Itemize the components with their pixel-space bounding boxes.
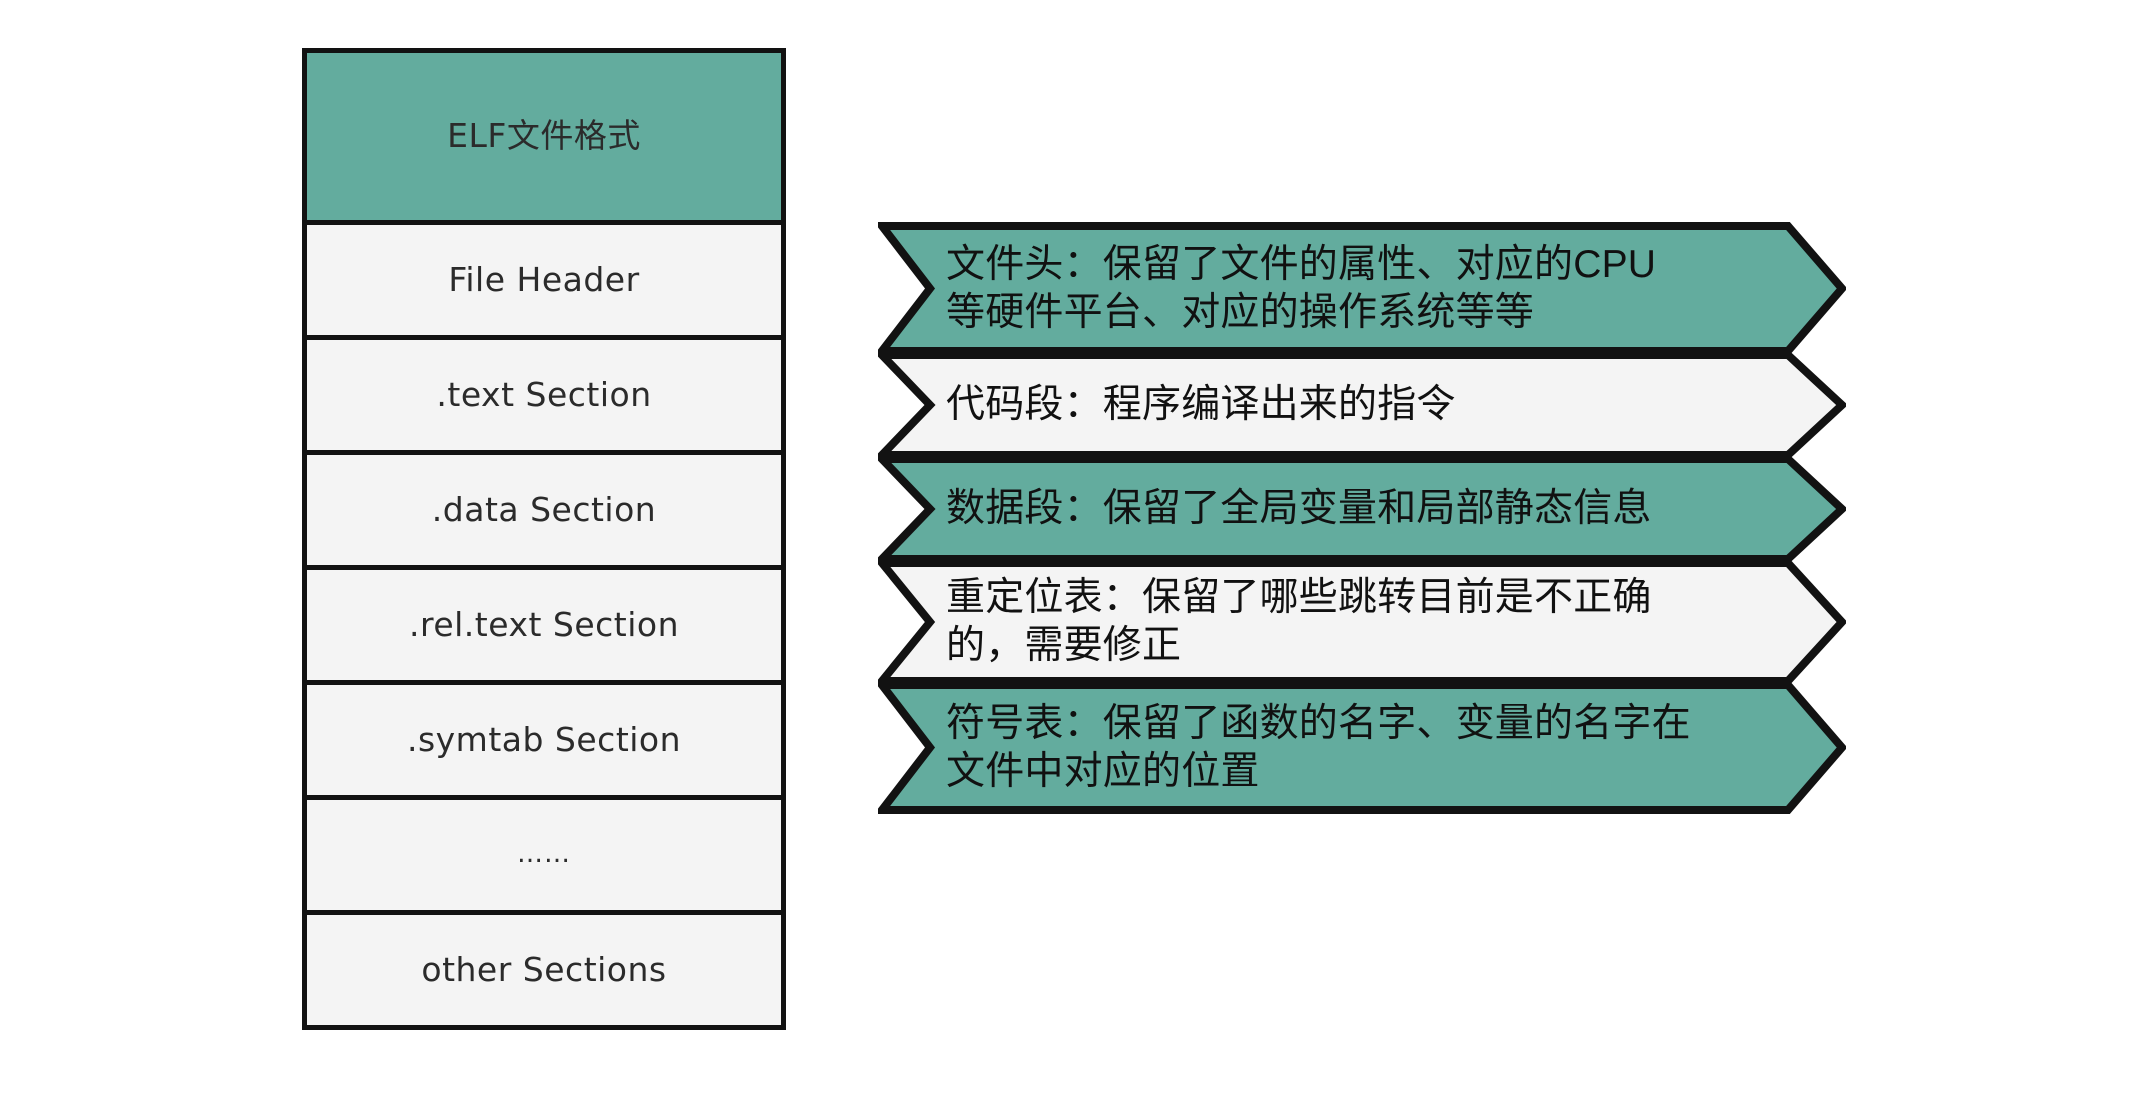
stack-row-file-header: File Header xyxy=(302,220,786,340)
stack-row-other-sections: other Sections xyxy=(302,910,786,1030)
banner-data-section: 数据段：保留了全局变量和局部静态信息 xyxy=(878,455,1846,563)
banner-line: 文件头：保留了文件的属性、对应的CPU xyxy=(946,242,1657,286)
banner-line: 代码段：程序编译出来的指令 xyxy=(946,383,1456,427)
stack-row-label: File Header xyxy=(448,259,640,299)
banner-line: 文件中对应的位置 xyxy=(946,749,1260,793)
stack-row-title: ELF文件格式 xyxy=(302,48,786,225)
banner-rel-text-section: 重定位表：保留了哪些跳转目前是不正确 的，需要修正 xyxy=(878,559,1846,685)
stack-row-symtab-section: .symtab Section xyxy=(302,680,786,800)
banner-text: 符号表：保留了函数的名字、变量的名字在 文件中对应的位置 xyxy=(946,681,1754,814)
stack-row-rel-text-section: .rel.text Section xyxy=(302,565,786,685)
banner-line: 的，需要修正 xyxy=(946,624,1182,667)
banner-line: 重定位表：保留了哪些跳转目前是不正确 xyxy=(946,576,1652,620)
banner-line: 等硬件平台、对应的操作系统等等 xyxy=(946,290,1535,334)
banner-text-section: 代码段：程序编译出来的指令 xyxy=(878,351,1846,459)
banner-text: 重定位表：保留了哪些跳转目前是不正确 的，需要修正 xyxy=(946,559,1754,685)
banner-text: 文件头：保留了文件的属性、对应的CPU 等硬件平台、对应的操作系统等等 xyxy=(946,222,1754,355)
banner-line: 数据段：保留了全局变量和局部静态信息 xyxy=(946,487,1652,531)
chevron-banner-shape xyxy=(878,455,1846,563)
description-banner-stack: 文件头：保留了文件的属性、对应的CPU 等硬件平台、对应的操作系统等等 代码段：… xyxy=(878,222,1846,814)
banner-symtab-section: 符号表：保留了函数的名字、变量的名字在 文件中对应的位置 xyxy=(878,681,1846,814)
stack-row-label: …… xyxy=(517,839,571,869)
stack-row-text-section: .text Section xyxy=(302,335,786,455)
stack-row-label: ELF文件格式 xyxy=(447,116,641,155)
chevron-banner-shape xyxy=(878,681,1846,814)
elf-file-format-stack: ELF文件格式 File Header .text Section .data … xyxy=(302,48,786,1030)
banner-text: 代码段：程序编译出来的指令 xyxy=(946,351,1754,459)
stack-row-label: .rel.text Section xyxy=(408,604,680,644)
banner-line: 符号表：保留了函数的名字、变量的名字在 xyxy=(946,701,1691,745)
stack-row-data-section: .data Section xyxy=(302,450,786,570)
banner-text: 数据段：保留了全局变量和局部静态信息 xyxy=(946,455,1754,563)
stack-row-label: .symtab Section xyxy=(406,719,682,759)
stack-row-label: other Sections xyxy=(421,949,667,989)
stack-row-label: .data Section xyxy=(431,489,657,529)
stack-row-label: .text Section xyxy=(436,374,652,414)
stack-row-ellipsis: …… xyxy=(302,795,786,915)
banner-file-header: 文件头：保留了文件的属性、对应的CPU 等硬件平台、对应的操作系统等等 xyxy=(878,222,1846,355)
